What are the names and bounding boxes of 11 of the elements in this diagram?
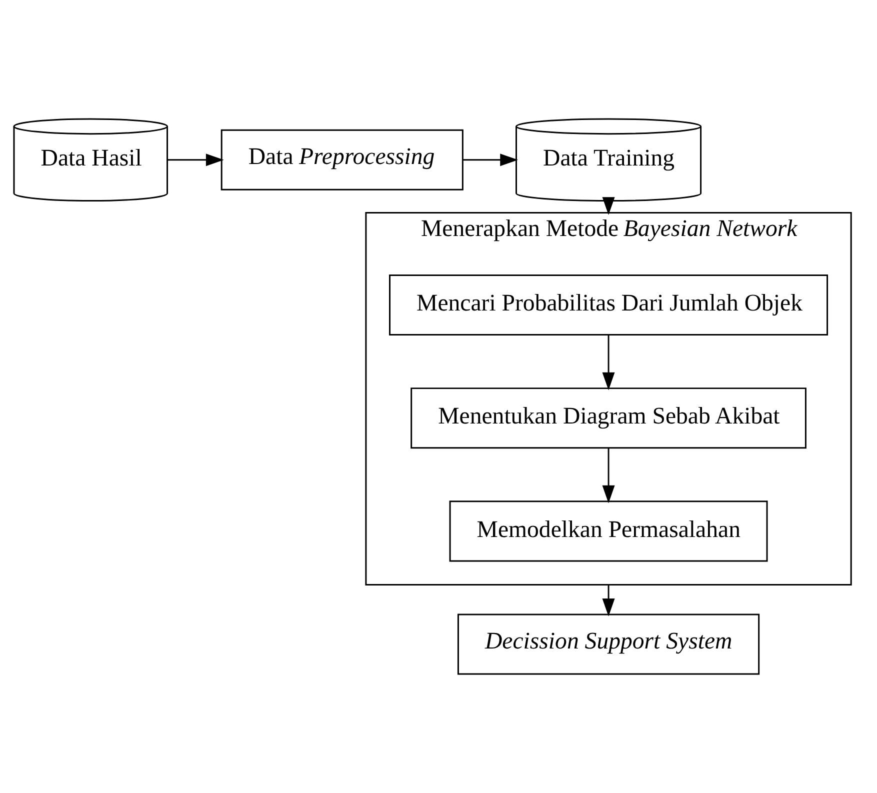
node-box: Decission Support System [457,614,760,675]
arrow [462,154,518,166]
node-box: Menentukan Diagram Sebab Akibat [410,388,806,449]
arrow [602,334,615,390]
node-box: Mencari Probabilitas Dari Jumlah Objek [389,274,828,336]
arrow [602,448,615,504]
arrow [168,154,224,166]
node-box: Data Preprocessing [220,129,464,190]
node-box: Memodelkan Permasalahan [449,500,768,562]
arrow [602,584,615,616]
arrow [602,197,615,215]
